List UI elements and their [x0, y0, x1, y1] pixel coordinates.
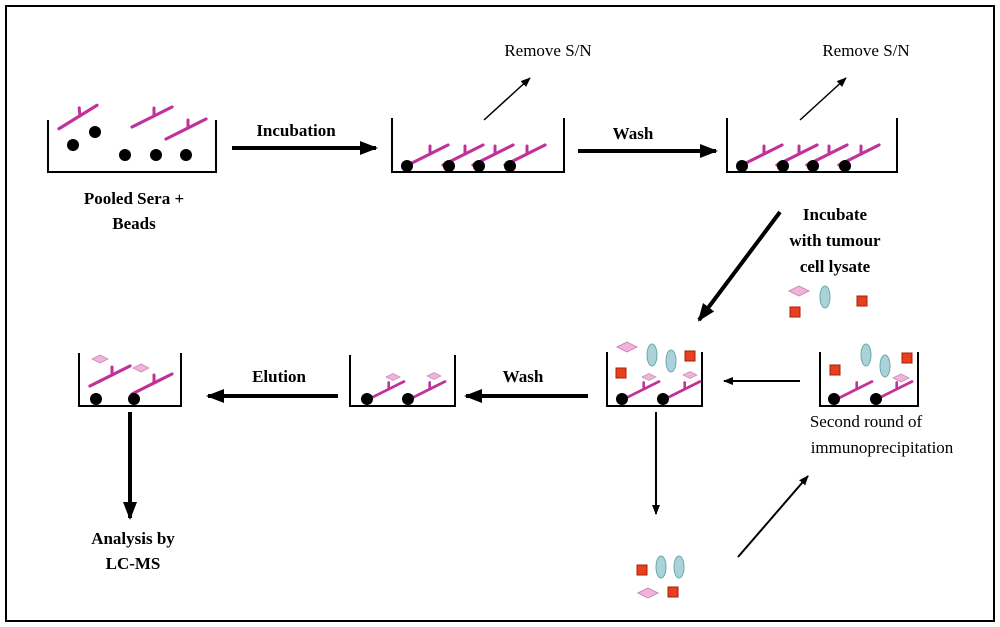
- analysis-label: Analysis by: [91, 529, 175, 548]
- protein-diamond-icon: [641, 373, 657, 381]
- bead-icon: [401, 160, 413, 172]
- second-round-label: immunoprecipitation: [811, 438, 954, 457]
- tray-eluted: [78, 353, 182, 407]
- protein-diamond-icon: [892, 373, 910, 383]
- bead-icon: [473, 160, 485, 172]
- tray-bound-antigen: [349, 355, 456, 407]
- antibody-icon: [130, 372, 174, 396]
- protein-square-icon: [684, 350, 696, 362]
- tray-pooled-sera: [47, 103, 217, 173]
- protein-diamond-icon: [788, 285, 810, 297]
- protein-ellipse-icon: [860, 343, 872, 367]
- protein-square-icon: [789, 306, 801, 318]
- antibody-icon: [664, 380, 702, 400]
- outer-frame: [5, 5, 995, 622]
- bead-icon: [361, 393, 373, 405]
- antibody-icon: [876, 380, 914, 400]
- wash-label: Wash: [503, 367, 544, 386]
- bead-icon: [150, 149, 162, 161]
- bead-icon: [402, 393, 414, 405]
- bead-icon: [443, 160, 455, 172]
- tray-second-round: [819, 343, 919, 407]
- bead-icon: [807, 160, 819, 172]
- bead-icon: [870, 393, 882, 405]
- tray-bound-antibodies-2: [726, 118, 898, 173]
- protein-diamond-icon: [132, 363, 150, 373]
- antibody-icon: [406, 143, 450, 167]
- bead-icon: [128, 393, 140, 405]
- remove-sn-arrow: [483, 77, 531, 121]
- reprecipitate-arrow: [737, 475, 809, 558]
- analysis-label: LC-MS: [106, 554, 161, 573]
- protein-ellipse-icon: [655, 555, 667, 579]
- bead-icon: [504, 160, 516, 172]
- incubate-label: with tumour: [789, 231, 881, 250]
- tray-bound-antibodies-1: [391, 118, 565, 173]
- protein-diamond-icon: [91, 354, 109, 364]
- bead-icon: [777, 160, 789, 172]
- protein-diamond-icon: [385, 373, 401, 381]
- protein-ellipse-icon: [673, 555, 685, 579]
- protein-diamond-icon: [426, 372, 442, 380]
- incubate-label: Incubate: [803, 205, 868, 224]
- bead-icon: [839, 160, 851, 172]
- remove-sn-label: Remove S/N: [822, 41, 909, 60]
- antibody-icon: [164, 117, 208, 141]
- incubation-label: Incubation: [256, 121, 336, 140]
- protein-square-icon: [636, 564, 648, 576]
- protein-ellipse-icon: [665, 349, 677, 373]
- pooled-sera-label: Beads: [112, 214, 156, 233]
- protein-square-icon: [829, 364, 841, 376]
- protein-ellipse-icon: [646, 343, 658, 367]
- lysate-proteins: [788, 285, 868, 318]
- tray-immunoprecipitation: [606, 341, 703, 407]
- bead-icon: [119, 149, 131, 161]
- bead-icon: [736, 160, 748, 172]
- protein-ellipse-icon: [819, 285, 831, 309]
- second-round-label: Second round of: [810, 412, 923, 431]
- protein-diamond-icon: [682, 371, 698, 379]
- protein-diamond-icon: [637, 587, 659, 599]
- bead-icon: [67, 139, 79, 151]
- antibody-icon: [368, 380, 406, 400]
- remove-sn-label: Remove S/N: [504, 41, 591, 60]
- bead-icon: [89, 126, 101, 138]
- unbound-proteins: [636, 555, 685, 599]
- bead-icon: [180, 149, 192, 161]
- protein-square-icon: [667, 586, 679, 598]
- incubate-arrow: [697, 210, 782, 322]
- bead-icon: [616, 393, 628, 405]
- antibody-icon: [836, 380, 874, 400]
- bead-icon: [657, 393, 669, 405]
- antibody-icon: [130, 105, 174, 129]
- bead-icon: [90, 393, 102, 405]
- protein-ellipse-icon: [879, 354, 891, 378]
- wash-label: Wash: [613, 124, 654, 143]
- remove-sn-arrow: [799, 77, 847, 121]
- protein-square-icon: [615, 367, 627, 379]
- elution-label: Elution: [252, 367, 306, 386]
- protein-diamond-icon: [616, 341, 638, 353]
- antibody-icon: [623, 380, 661, 400]
- antibody-icon: [88, 364, 132, 388]
- protein-square-icon: [856, 295, 868, 307]
- protein-square-icon: [901, 352, 913, 364]
- antibody-icon: [740, 143, 784, 167]
- pooled-sera-label: Pooled Sera +: [84, 189, 184, 208]
- antibody-icon: [55, 103, 101, 131]
- bead-icon: [828, 393, 840, 405]
- antibody-icon: [409, 380, 447, 400]
- incubate-label: cell lysate: [800, 257, 871, 276]
